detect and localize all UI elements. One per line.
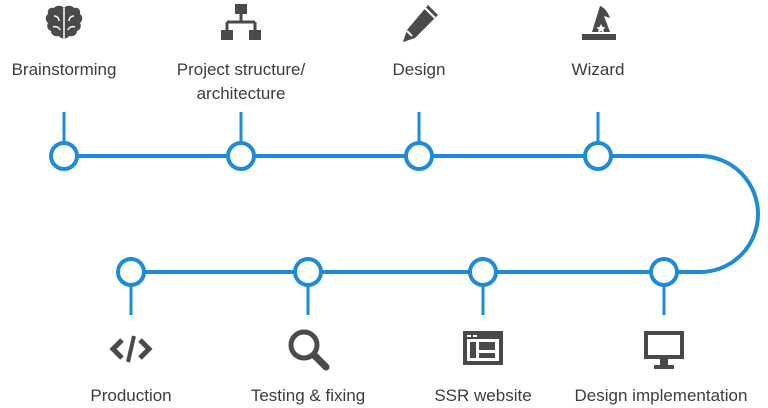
timeline-node-project-structure <box>226 141 256 171</box>
magnifier-icon <box>284 325 332 373</box>
wizard-hat-icon <box>574 0 622 48</box>
timeline-node-wizard <box>583 141 613 171</box>
code-icon <box>107 325 155 373</box>
step-label-testing-fixing: Testing & fixing <box>250 386 366 405</box>
step-label-design-implementation: Design implementation <box>574 386 748 405</box>
timeline-node-ssr-website <box>468 257 498 287</box>
step-label-wizard: Wizard <box>571 60 625 79</box>
step-label-ssr-website: SSR website <box>434 386 532 405</box>
step-label-design: Design <box>392 60 446 79</box>
timeline-node-production <box>116 257 146 287</box>
brain-icon <box>40 0 88 48</box>
timeline-node-design-implementation <box>649 257 679 287</box>
sitemap-icon <box>217 0 265 48</box>
timeline-path <box>62 154 760 274</box>
pencil-icon <box>395 0 443 48</box>
timeline-node-testing <box>293 257 323 287</box>
step-label-production: Production <box>90 386 172 405</box>
monitor-icon <box>640 325 688 373</box>
timeline-node-brainstorming <box>49 141 79 171</box>
step-label-project-structure: Project structure/ architecture <box>176 60 306 103</box>
browser-window-icon <box>459 325 507 373</box>
step-label-brainstorming: Brainstorming <box>11 60 117 79</box>
timeline-node-design <box>404 141 434 171</box>
